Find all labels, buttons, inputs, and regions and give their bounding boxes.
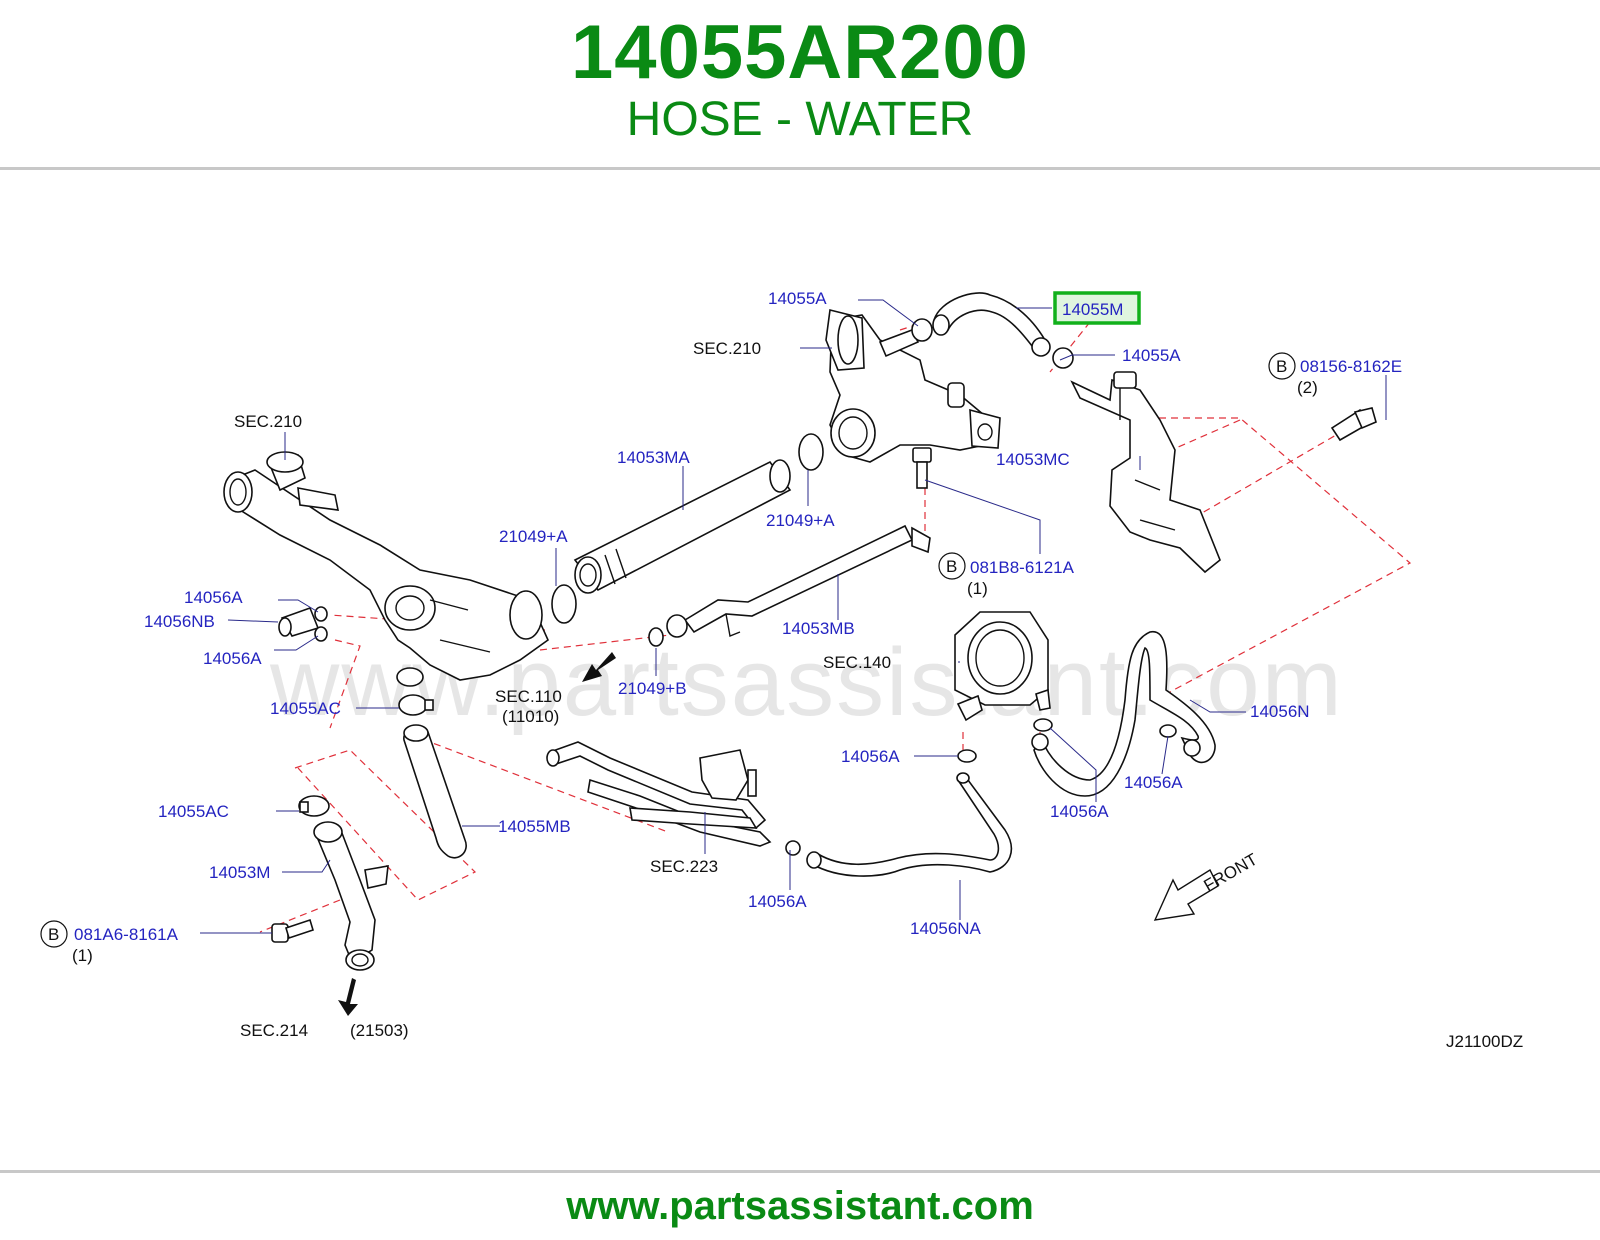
diagram-code: J21100DZ [1446, 1032, 1523, 1051]
callout-sec210-left: SEC.210 [234, 412, 302, 431]
water-outlet-housing [825, 309, 1001, 463]
callout-14056NA: 14056NA [910, 919, 982, 938]
callout-bolt-mid-qty: (1) [967, 579, 988, 598]
callout-14053M: 14053M [209, 863, 270, 882]
callout-14053MB: 14053MB [782, 619, 855, 638]
callout-sec110-code: (11010) [502, 707, 559, 726]
heater-pipe-assembly [546, 741, 772, 847]
header: 14055AR200 HOSE - WATER [0, 0, 1600, 168]
bolt-081B8-6121A [912, 447, 932, 489]
callout-bolt-081B8-6121A: 081B8-6121A [970, 558, 1075, 577]
callout-14053MA: 14053MA [617, 448, 690, 467]
callout-21049A-right: 21049+A [766, 511, 835, 530]
callout-sec214-code: (21503) [350, 1021, 409, 1040]
callout-bolt-low-qty: (1) [72, 946, 93, 965]
callout-14055AC-1: 14055AC [270, 699, 341, 718]
callout-14056A-1: 14056A [184, 588, 243, 607]
throttle-body [954, 611, 1051, 722]
highlight-box-14055M [1053, 291, 1141, 325]
hose-14056N [1031, 631, 1216, 797]
clamp-14055AC-lower [298, 795, 330, 817]
bolt-081A6-8161A [271, 918, 314, 943]
footer-website-link[interactable]: www.partsassistant.com [566, 1184, 1034, 1228]
callout-sec140: SEC.140 [823, 653, 891, 672]
hose-clamps-14055A [911, 318, 1074, 369]
pipe-14053M [313, 821, 389, 971]
o-rings-21049A [551, 433, 824, 624]
callout-labels: 14055A 14055M 14055A SEC.210 08156-8162E… [72, 289, 1523, 1051]
part-number-title: 14055AR200 [571, 10, 1029, 95]
callout-14055A-top: 14055A [768, 289, 827, 308]
callout-21049B: 21049+B [618, 679, 687, 698]
callout-14055A-right: 14055A [1122, 346, 1181, 365]
arrow-sec214 [338, 978, 358, 1016]
callout-14055AC-2: 14055AC [158, 802, 229, 821]
bolt-marker-top: B [1276, 357, 1287, 376]
clamp-14055AC-upper [398, 694, 434, 716]
callout-sec223: SEC.223 [650, 857, 718, 876]
callout-14053MC: 14053MC [996, 450, 1070, 469]
bolt-08156-8162E [1330, 407, 1377, 442]
callout-sec110: SEC.110 [495, 687, 562, 706]
callout-14056NB: 14056NB [144, 612, 215, 631]
callout-14056N: 14056N [1250, 702, 1310, 721]
callout-sec210-top: SEC.210 [693, 339, 761, 358]
callout-21049A-left: 21049+A [499, 527, 568, 546]
callout-bolt-081A6-8161A: 081A6-8161A [74, 925, 179, 944]
clamps-14056A-left [314, 606, 328, 642]
callout-14056A-5: 14056A [1050, 802, 1109, 821]
callout-14056A-3: 14056A [841, 747, 900, 766]
part-name-subtitle: HOSE - WATER [626, 93, 974, 146]
footer-divider [0, 1170, 1600, 1173]
hose-14056NA [806, 772, 1013, 877]
hose-14056NB [278, 606, 320, 637]
pipe-14053MA [573, 459, 792, 594]
hose-14055MB [403, 724, 467, 859]
callout-14055M: 14055M [1062, 300, 1123, 319]
bolt-marker-low: B [48, 925, 59, 944]
bolt-markers: B B B [40, 352, 1296, 948]
callout-14055MB: 14055MB [498, 817, 571, 836]
callout-bolt-08156-8162E: 08156-8162E [1300, 357, 1402, 376]
callout-14056A-6: 14056A [748, 892, 807, 911]
front-label: FRONT [1201, 850, 1261, 896]
callout-leader-lines [200, 299, 1387, 934]
callout-bolt-top-qty: (2) [1297, 378, 1318, 397]
bracket-14053MC [1070, 371, 1221, 574]
water-inlet-housing [223, 451, 549, 687]
header-divider [0, 167, 1600, 170]
o-ring-21049B [648, 627, 664, 647]
front-direction-arrow: FRONT [1153, 850, 1261, 921]
bolt-marker-mid: B [946, 557, 957, 576]
pipe-14053MB [666, 524, 931, 638]
arrow-sec110 [582, 652, 616, 682]
callout-14056A-4: 14056A [1124, 773, 1183, 792]
callout-14056A-2: 14056A [203, 649, 262, 668]
callout-sec214: SEC.214 [240, 1021, 308, 1040]
hose-14055M [932, 292, 1051, 357]
